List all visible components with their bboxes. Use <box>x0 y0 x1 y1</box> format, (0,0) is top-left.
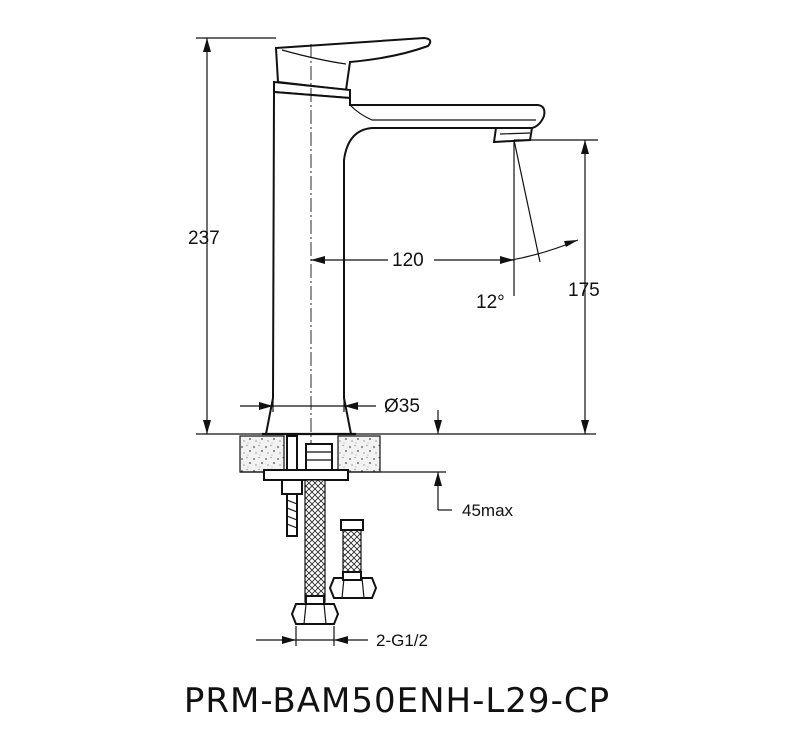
counter-section-left <box>239 435 285 473</box>
counter-section-right <box>337 435 381 473</box>
aerator-ring <box>499 132 531 135</box>
body-and-spout <box>264 90 546 435</box>
dim-12deg-label: 12° <box>476 292 505 313</box>
hose-connector <box>305 443 333 471</box>
dim-spout-angle: 12° <box>476 139 579 313</box>
countertop <box>196 433 596 473</box>
dim-spout-reach: 120 <box>311 246 514 271</box>
hex-nut-short <box>328 571 378 599</box>
lever-handle <box>274 36 432 92</box>
dim-overall-height: 237 <box>188 37 276 434</box>
dim-connection: 2-G1/2 <box>256 626 428 650</box>
faucet-outline <box>262 36 546 436</box>
dim-counter-thickness: 45max <box>434 410 514 520</box>
braided-hose-short <box>342 527 362 577</box>
dim-120-label: 120 <box>392 250 424 271</box>
fixing-plate <box>263 469 349 481</box>
dim-connection-label: 2-G1/2 <box>376 631 428 650</box>
dim-spout-height: 175 <box>514 139 600 434</box>
dim-175-label: 175 <box>568 280 600 301</box>
dim-237-label: 237 <box>188 228 220 249</box>
spout-inner-edge <box>349 104 536 121</box>
hex-nut-long <box>290 595 340 625</box>
model-code: PRM-BAM50ENH-L29-CP <box>184 681 610 721</box>
dim-45max-label: 45max <box>462 501 514 520</box>
dim-body-diameter: Ø35 <box>240 396 420 417</box>
braided-hose-long <box>304 479 326 603</box>
stud-nut <box>281 479 303 495</box>
mounting-assembly <box>263 435 378 625</box>
dim-diameter-label: Ø35 <box>384 396 420 417</box>
